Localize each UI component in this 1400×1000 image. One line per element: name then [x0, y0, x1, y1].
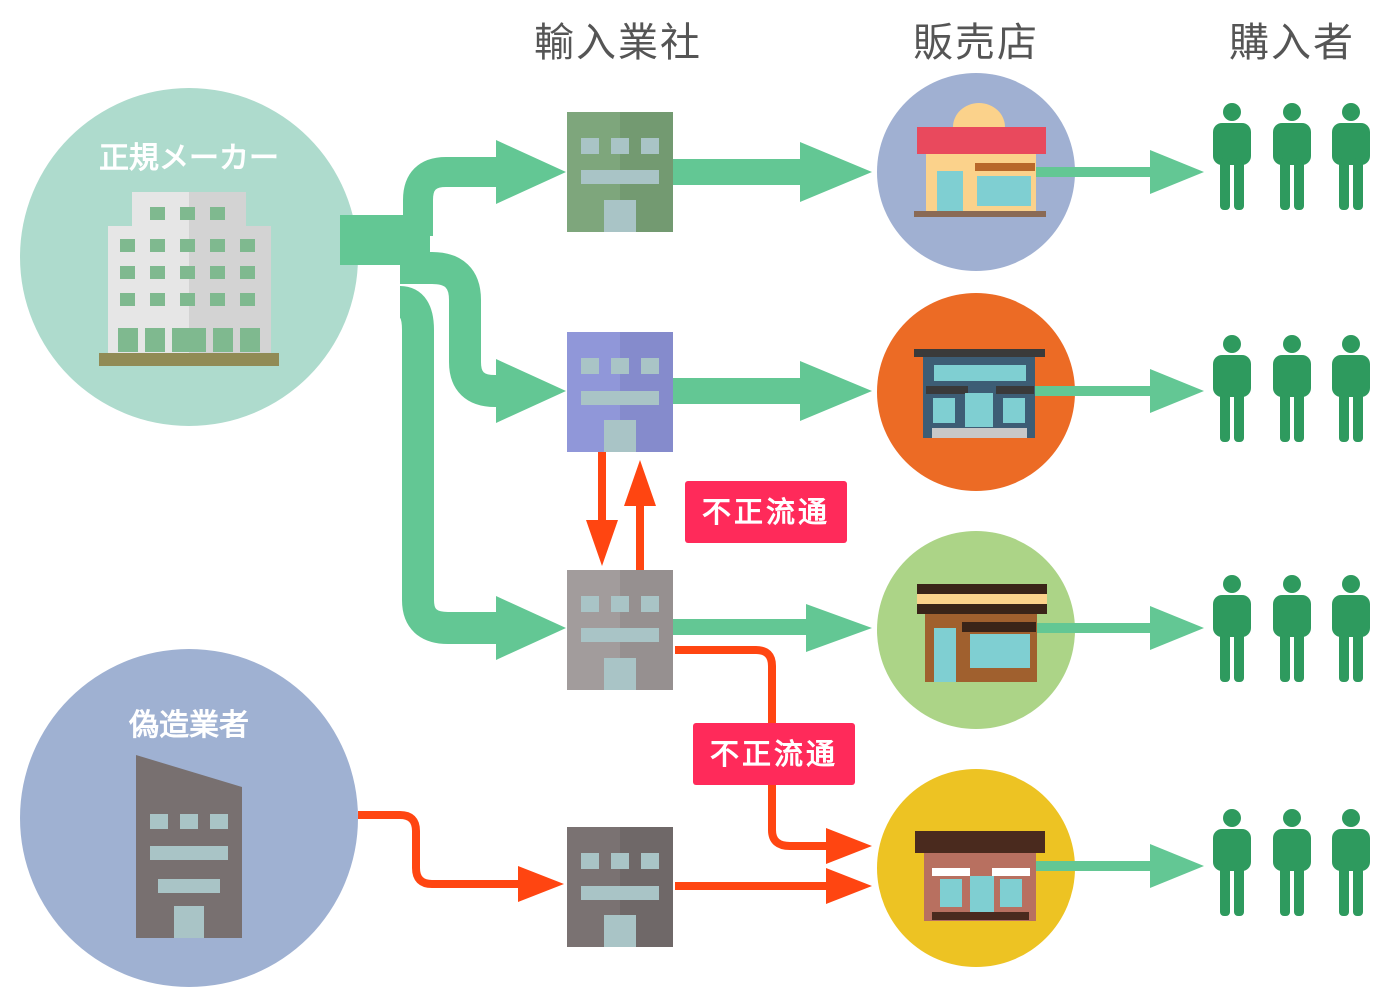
buyer-group-1 — [1213, 103, 1370, 210]
arrowhead — [1150, 369, 1204, 413]
legit-maker-label: 正規メーカー — [99, 141, 279, 176]
buyer-group-2 — [1213, 335, 1370, 442]
person-icon — [1273, 103, 1311, 210]
buyer-group-4 — [1213, 809, 1370, 916]
arrowhead — [806, 604, 872, 652]
importer-building-icon — [567, 332, 673, 452]
column-header-buyers: 購入者 — [1229, 20, 1355, 66]
person-icon — [1213, 575, 1251, 682]
legit-flows — [340, 157, 1160, 871]
flow-maker-to-importer-2 — [400, 252, 512, 407]
person-icon — [1213, 103, 1251, 210]
arrowhead — [800, 142, 872, 202]
buyer-group-3 — [1213, 575, 1370, 682]
illegal-distribution-badge: 不正流通 — [685, 481, 847, 543]
column-header-importers: 輸入業社 — [534, 20, 702, 66]
flow-maker-to-importer-3 — [398, 286, 512, 644]
flow-counterfeiter-to-importer-4 — [358, 811, 528, 888]
shop-icon — [917, 584, 1047, 682]
person-icon — [1332, 575, 1370, 682]
person-icon — [1273, 575, 1311, 682]
factory-building-icon — [136, 755, 242, 938]
person-icon — [1213, 335, 1251, 442]
person-icon — [1213, 809, 1251, 916]
illegal-arrowheads — [518, 460, 872, 904]
arrowhead — [826, 868, 872, 904]
shop-icon — [914, 103, 1046, 217]
person-icon — [1332, 809, 1370, 916]
legit-arrowheads — [496, 140, 1204, 888]
importer-building-icon — [567, 570, 673, 690]
illegal-distribution-badge: 不正流通 — [693, 723, 855, 785]
arrowhead — [496, 596, 566, 660]
arrowhead — [496, 140, 566, 204]
arrowhead — [826, 828, 872, 864]
arrowhead — [496, 359, 566, 423]
column-header-retailers: 販売店 — [913, 20, 1039, 66]
arrowhead — [800, 361, 872, 421]
arrowhead — [624, 460, 656, 506]
counterfeiter-label: 偽造業者 — [129, 708, 249, 743]
arrowhead — [1150, 150, 1204, 194]
arrowhead — [518, 866, 564, 902]
arrowhead — [1150, 606, 1204, 650]
person-icon — [1332, 335, 1370, 442]
importer-building-icon — [567, 112, 673, 232]
flow-maker-to-importer-1 — [403, 157, 512, 236]
person-icon — [1332, 103, 1370, 210]
person-icon — [1273, 809, 1311, 916]
arrowhead — [1150, 844, 1204, 888]
office-building-icon — [99, 192, 279, 366]
arrowhead — [586, 520, 618, 566]
person-icon — [1273, 335, 1311, 442]
importer-building-icon — [567, 827, 673, 947]
shop-icon — [914, 349, 1045, 438]
shop-icon — [915, 831, 1045, 921]
